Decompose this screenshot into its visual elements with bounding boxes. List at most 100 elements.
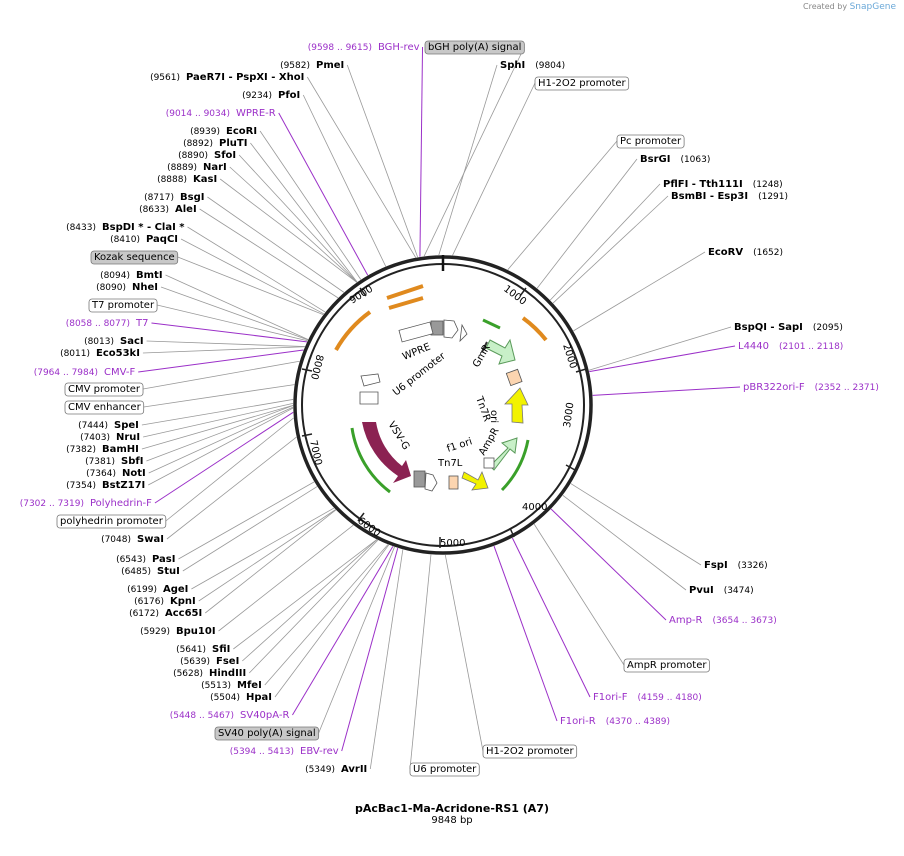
enzyme-position: (8094) [100,271,130,281]
leader-line [178,481,315,560]
map-label-7: WPRE-R(9014 .. 9034) [166,108,276,119]
enzyme-name: SfoI [214,150,236,161]
map-label-48: PvuI(3474) [689,585,754,596]
feature-name: H1-2O2 promoter [538,78,627,89]
leader-line [142,346,305,354]
feature-name: Kozak sequence [94,252,175,263]
feature-name: SV40 poly(A) signal [218,728,316,739]
leader-line [199,208,339,299]
map-label-15: PflFI - Tth111I(1248) [663,179,783,190]
leader-line [218,524,354,632]
primer-range: (7302 .. 7319) [20,499,84,509]
enzyme-name: NruI [116,432,140,443]
map-label-3: SphI(9804) [500,60,565,71]
leader-line [452,82,536,256]
vsvg-arrow-icon [362,422,411,483]
map-label-1: bGH poly(A) signal [424,40,525,55]
tn7r-box [505,368,523,387]
feature-label-box [623,658,710,673]
leader-line [318,546,395,734]
leader-line [588,326,732,371]
map-label-41: Polyhedrin-F (7302 .. 7319) [20,498,152,509]
leader-line [160,286,309,341]
inner-label-u6-promoter: U6 promoter [391,350,448,398]
enzyme-position: (3474) [724,586,754,596]
enzyme-name: BamHI [102,444,139,455]
primer-name: L4440 [738,341,769,352]
leader-line [177,256,324,315]
leader-line [151,322,307,343]
map-label-36: NruI(7403) [80,432,140,443]
leader-line [187,226,326,313]
enzyme-position: (9804) [535,61,565,71]
enzyme-name: HindIII [209,668,246,679]
orange-arc-arrow-icon [334,310,372,352]
enzyme-name: FseI [216,656,239,667]
map-label-55: AmpR promoter [623,658,710,673]
enzyme-position: (6485) [121,567,151,577]
feature-label-box [409,762,480,777]
leader-line [204,509,337,614]
primer-name: F1ori-F [593,692,628,703]
enzyme-name: BsrGI [640,154,670,165]
enzyme-name: NarI [203,162,227,173]
inner-label-f1-ori: f1 ori [446,436,474,455]
map-label-51: Amp-R(3654 .. 3673) [669,615,777,626]
enzyme-position: (6543) [116,555,146,565]
map-label-9: Pc promoter [616,134,685,149]
wpre-box [398,321,434,343]
enzyme-name: EcoRI [226,126,257,137]
map-label-50: Acc65I(6172) [129,608,202,619]
enzyme-position: (8410) [110,235,140,245]
map-label-46: StuI(6485) [121,566,180,577]
map-label-2: PmeI(9582) [280,60,344,71]
leader-line [148,407,294,486]
primer-name: SV40pA-R [240,710,289,721]
enzyme-position: (3326) [738,561,768,571]
leader-line [346,64,419,258]
enzyme-name: KasI [193,174,217,185]
enzyme-name: PmeI [316,60,344,71]
primer-range: (9598 .. 9615) [308,43,372,53]
promoter-arrow-icon [359,391,379,405]
leader-line [182,486,318,572]
enzyme-name: NheI [132,282,158,293]
enzyme-position: (8939) [190,127,220,137]
map-label-33: CMV promoter [64,382,144,397]
map-label-54: FseI(5639) [180,656,239,667]
enzyme-position: (5641) [176,645,206,655]
primer-name: Polyhedrin-F [90,498,152,509]
feature-name: Pc promoter [620,136,682,147]
small-feature-mark [481,341,488,353]
primer-range: (2352 .. 2371) [815,383,879,393]
map-label-28: SacI(8013) [84,336,144,347]
enzyme-name: FspI [704,560,728,571]
leader-line [438,64,498,256]
enzyme-position: (8717) [144,193,174,203]
map-label-57: MfeI(5513) [201,680,262,691]
leader-line [148,406,294,474]
map-label-25: T7 promoter [88,298,158,313]
primer-name: Amp-R [669,615,703,626]
enzyme-position: (8890) [178,151,208,161]
leader-line [229,166,358,283]
map-label-12: BsrGI(1063) [640,154,710,165]
tick-2000: 2000 [560,343,578,371]
leader-line [493,545,558,722]
leader-line [533,523,625,666]
enzyme-position: (8013) [84,337,114,347]
map-label-24: NheI(8090) [96,282,158,293]
enzyme-name: NotI [122,468,146,479]
map-label-52: Bpu10I(5929) [140,626,215,637]
enzyme-name: HpaI [246,692,272,703]
primer-name: F1ori-R [560,716,596,727]
enzyme-name: SbfI [121,456,143,467]
primer-range: (5394 .. 5413) [230,747,294,757]
map-label-44: PasI(6543) [116,554,175,565]
leader-line [264,544,389,686]
feature-label-box [90,250,179,265]
map-label-47: AgeI(6199) [127,584,188,595]
primer-name: WPRE-R [236,108,276,119]
leader-line [507,140,618,270]
enzyme-position: (6172) [129,609,159,619]
